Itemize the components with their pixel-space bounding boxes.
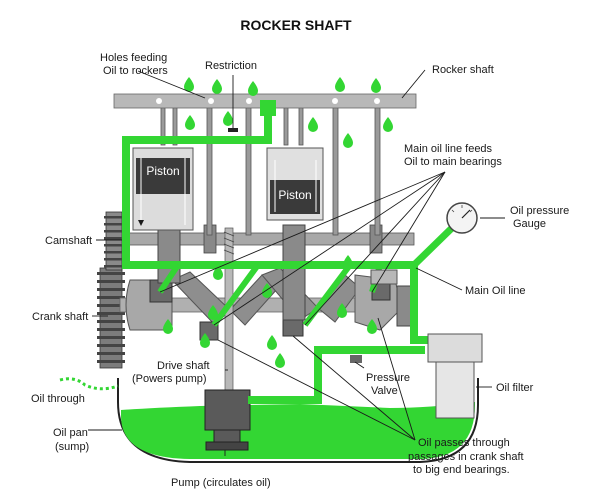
label-oil-filter: Oil filter <box>496 382 534 394</box>
crankshaft <box>119 267 412 341</box>
labels: Holes feeding Oil to rockers Restriction… <box>31 52 569 489</box>
label-oil-passes-1: Oil passes through <box>418 437 510 449</box>
label-rocker-shaft: Rocker shaft <box>432 64 494 76</box>
oil-through-flow <box>59 377 119 391</box>
label-oil-through: Oil through <box>31 393 85 405</box>
label-pressure-valve-2: Valve <box>371 385 398 397</box>
oil-pan <box>59 377 479 463</box>
label-main-oil-feeds-1: Main oil line feeds <box>404 143 493 155</box>
label-camshaft: Camshaft <box>45 235 92 247</box>
oil-pressure-gauge <box>446 202 478 234</box>
label-pressure-valve-1: Pressure <box>366 372 410 384</box>
label-oil-passes-3: to big end bearings. <box>413 464 510 476</box>
label-main-oil-feeds-2: Oil to main bearings <box>404 156 502 168</box>
oil-filter <box>427 333 483 419</box>
piston-right: Piston <box>266 147 324 321</box>
label-oil-pan-1: Oil pan <box>53 427 88 439</box>
crank-gear <box>97 211 125 369</box>
piston-right-label: Piston <box>278 188 311 202</box>
label-oil-pressure-1: Oil pressure <box>510 205 569 217</box>
label-drive-shaft-1: Drive shaft <box>157 360 210 372</box>
label-oil-passes-2: passages in crank shaft <box>408 451 524 463</box>
valve-rods <box>160 104 381 236</box>
diagram-title: ROCKER SHAFT <box>240 17 352 33</box>
label-drive-shaft-2: (Powers pump) <box>132 373 207 385</box>
label-main-oil-line: Main Oil line <box>465 285 526 297</box>
oil-pump <box>204 389 251 451</box>
oil-drops <box>163 77 393 368</box>
leader-lines <box>88 69 505 456</box>
restriction-mark <box>228 128 238 132</box>
label-oil-pressure-2: Gauge <box>513 218 546 230</box>
rocker-shaft <box>113 93 417 132</box>
oil-lines <box>122 112 458 404</box>
label-crank-shaft: Crank shaft <box>32 311 88 323</box>
piston-left-label: Piston <box>146 164 179 178</box>
label-oil-pan-2: (sump) <box>55 441 89 453</box>
label-holes-feeding-2: Oil to rockers <box>103 65 168 77</box>
label-pump: Pump (circulates oil) <box>171 477 271 489</box>
label-holes-feeding-1: Holes feeding <box>100 52 167 64</box>
label-restriction: Restriction <box>205 60 257 72</box>
